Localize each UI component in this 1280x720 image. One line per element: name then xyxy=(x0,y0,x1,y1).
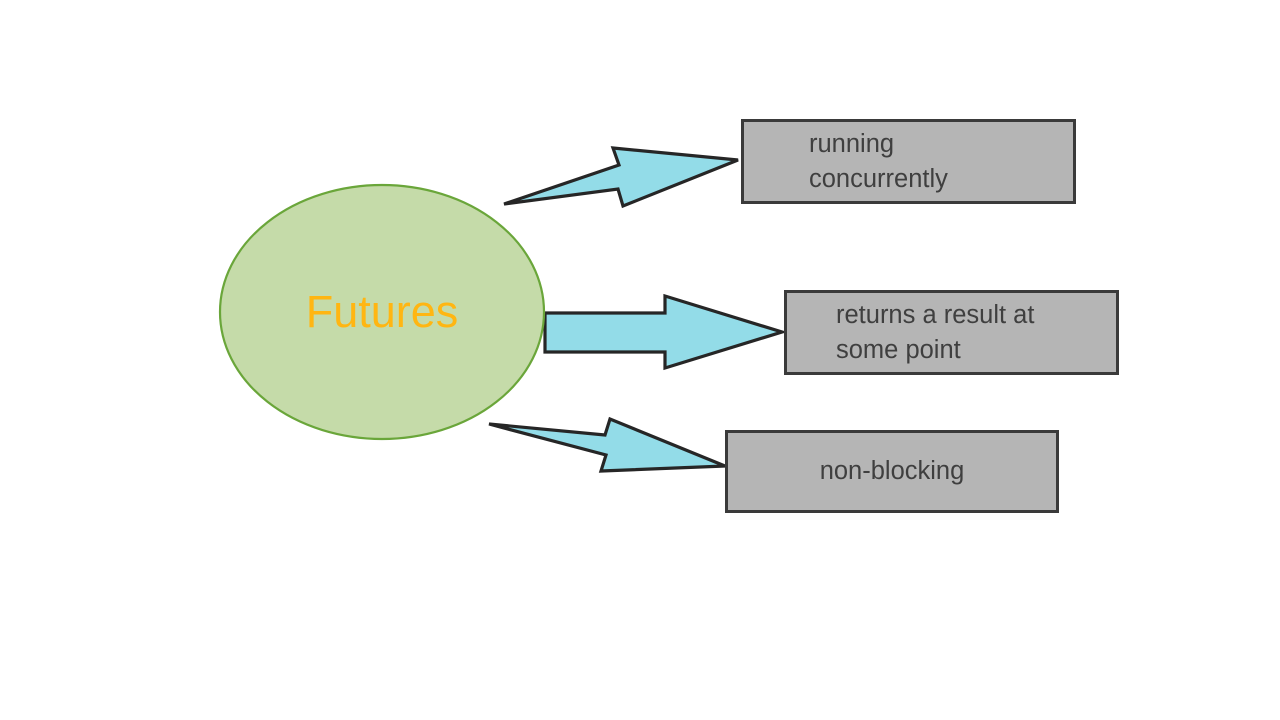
branch-box-non-blocking[interactable] xyxy=(725,430,1059,513)
central-node-ellipse[interactable] xyxy=(218,183,546,441)
connector-arrow-returns-a-result[interactable] xyxy=(543,293,788,371)
branch-box-returns-a-result[interactable] xyxy=(784,290,1119,375)
connector-arrow-non-blocking[interactable] xyxy=(488,416,726,473)
branch-box-running-concurrently[interactable] xyxy=(741,119,1076,204)
connector-arrow-running-concurrently[interactable] xyxy=(503,146,739,209)
